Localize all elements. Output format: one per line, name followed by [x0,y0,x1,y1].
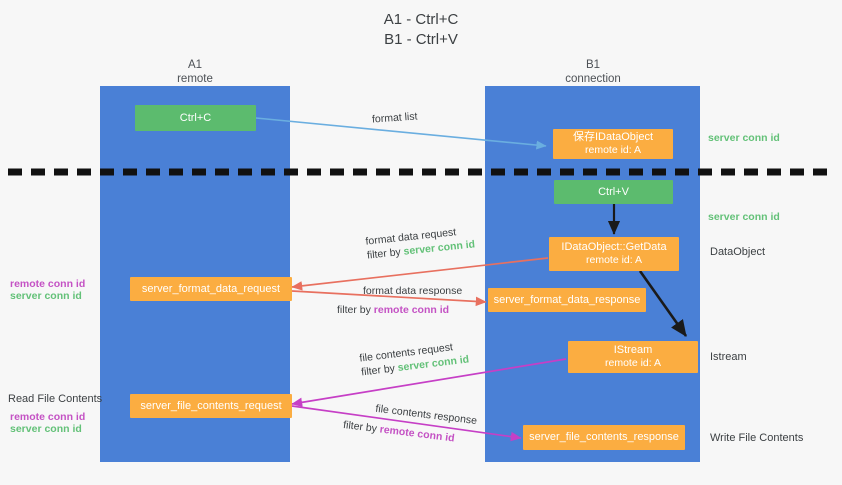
column-header-a1: A1 remote [130,58,260,86]
column-header-a1-name: A1 [187,59,203,71]
column-header-b1-role: connection [565,73,621,85]
node-ctrl-c[interactable]: Ctrl+C [135,105,256,131]
page-title: A1 - Ctrl+C B1 - Ctrl+V [0,10,842,50]
annotation-conn-id-group-mid: remote conn id server conn id [10,278,85,302]
annotation-conn-id-group-bottom: remote conn id server conn id [10,411,85,435]
node-ctrl-v-label: Ctrl+V [598,185,629,198]
node-getdata-line1: IDataObject::GetData [561,241,667,253]
annotation-read-file-contents: Read File Contents [8,393,103,405]
annotation-server-conn-id-top: server conn id [708,132,780,144]
node-getdata[interactable]: IDataObject::GetData remote id: A [549,237,679,271]
arrow-format-list [255,117,547,150]
column-header-a1-role: remote [177,73,213,85]
node-server-format-data-request-label: server_format_data_request [141,282,281,295]
arrow-file-contents-response [291,405,522,442]
node-save-dataobject[interactable]: 保存IDataObject remote id: A [553,129,673,159]
node-ctrl-c-label: Ctrl+C [179,111,212,124]
node-server-file-contents-response[interactable]: server_file_contents_response [523,425,685,450]
node-server-format-data-response-label: server_format_data_response [493,293,641,306]
arrow-file-contents-request [291,358,567,408]
title-line-1: A1 - Ctrl+C [383,11,459,28]
node-server-file-contents-response-label: server_file_contents_response [529,431,679,443]
node-getdata-line2: remote id: A [585,254,643,266]
edge-label-format-data-response-filter: filter by remote conn id [337,298,462,317]
column-header-b1-name: B1 [585,59,601,71]
edge-label-format-data-response-line1: format data response [363,285,463,297]
filter-prefix: filter by [337,304,374,316]
annotation-istream: Istream [710,351,747,363]
filter-key-remote-conn-id: remote conn id [373,304,450,316]
node-server-format-data-request[interactable]: server_format_data_request [130,277,292,301]
annotation-dataobject: DataObject [710,246,766,258]
node-server-file-contents-request-label: server_file_contents_request [140,399,282,412]
node-istream[interactable]: IStream remote id: A [568,341,698,373]
annotation-server-conn-id-bottom: server conn id [10,423,82,435]
node-server-file-contents-request[interactable]: server_file_contents_request [130,394,292,418]
node-istream-line1: IStream [613,344,653,356]
column-header-b1: B1 connection [528,58,658,86]
annotation-server-conn-id-mid: server conn id [708,211,780,223]
node-save-dataobject-line2: remote id: A [584,144,642,156]
annotation-remote-conn-id-bottom: remote conn id [10,411,86,423]
node-save-dataobject-line1: 保存IDataObject [572,131,654,143]
annotation-server-conn-id-mid-left: server conn id [10,290,82,302]
title-line-2: B1 - Ctrl+V [384,31,458,48]
edge-label-format-data-response: format data response filter by remote co… [337,284,462,317]
arrow-getdata-to-istream [638,270,688,337]
annotation-write-file-contents: Write File Contents [710,432,804,444]
filter-prefix: filter by [366,245,405,262]
node-ctrl-v[interactable]: Ctrl+V [554,180,673,204]
node-istream-line2: remote id: A [604,357,662,369]
arrow-format-data-request [291,257,549,291]
node-server-format-data-response[interactable]: server_format_data_response [488,288,646,312]
annotation-remote-conn-id-mid: remote conn id [10,278,86,290]
arrow-format-data-response [291,290,487,307]
